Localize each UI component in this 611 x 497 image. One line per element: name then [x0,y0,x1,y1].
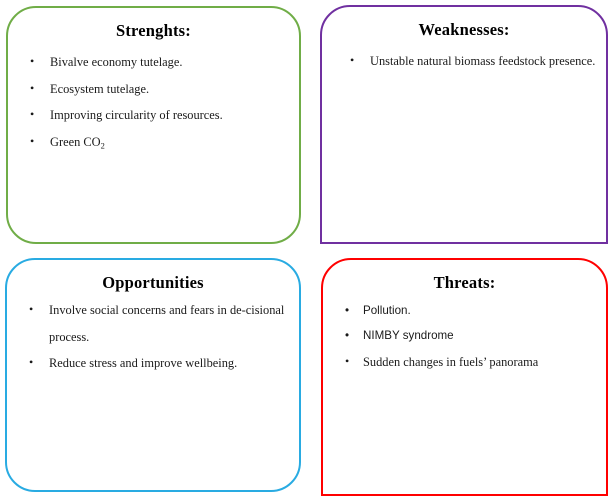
strengths-title: Strenghts: [115,21,192,40]
list-item: • Ecosystem tutelage. [8,76,299,103]
threats-list: • Pollution. • NIMBY syndrome • Sudden c… [323,299,606,376]
swot-quadrant-opportunities: Opportunities • Involve social concerns … [5,258,301,492]
weaknesses-list: • Unstable natural biomass feedstock pre… [322,48,606,75]
list-item: • Green CO2 [8,129,299,156]
list-item-label: NIMBY syndrome [363,328,454,342]
list-item: • Sudden changes in fuels’ panorama [323,349,606,376]
list-item-label: Involve social concerns and fears in de-… [49,303,285,344]
bullet-icon: • [345,353,350,368]
list-item: • Bivalve economy tutelage. [8,49,299,76]
bullet-icon: • [29,302,34,316]
opportunities-list: • Involve social concerns and fears in d… [7,297,299,377]
bullet-icon: • [30,107,35,122]
list-item-label: Reduce stress and improve wellbeing. [49,356,238,371]
swot-quadrant-weaknesses: Weaknesses: • Unstable natural biomass f… [320,5,608,244]
bullet-icon: • [30,54,35,68]
bullet-icon: • [345,304,350,317]
list-item: • Improving circularity of resources. [8,102,299,129]
weaknesses-title: Weaknesses: [418,20,510,39]
strengths-list: • Bivalve economy tutelage. • Ecosystem … [8,49,299,156]
list-item: • Unstable natural biomass feedstock pre… [322,48,606,75]
bullet-icon: • [30,80,35,95]
list-item: • Reduce stress and improve wellbeing. [7,350,299,377]
bullet-icon: • [30,134,35,149]
list-item-label: Pollution. [363,304,411,317]
bullet-icon: • [345,328,350,342]
list-item: • Pollution. [323,299,606,324]
threats-title: Threats: [433,273,496,292]
list-item: • Involve social concerns and fears in d… [7,297,299,350]
list-item-label: Green CO2 [50,135,105,151]
bullet-icon: • [350,53,355,67]
bullet-icon: • [29,355,34,370]
list-item-label: Ecosystem tutelage. [50,81,150,96]
list-item-label: Bivalve economy tutelage. [50,55,183,69]
list-item-label: Sudden changes in fuels’ panorama [363,354,539,369]
opportunities-title: Opportunities [102,273,204,292]
list-item: • NIMBY syndrome [323,324,606,349]
list-item-label: Unstable natural biomass feedstock prese… [370,54,596,68]
swot-quadrant-threats: Threats: • Pollution. • NIMBY syndrome •… [321,258,608,496]
swot-quadrant-strengths: Strenghts: • Bivalve economy tutelage. •… [6,6,301,244]
list-item-label: Improving circularity of resources. [50,108,223,123]
